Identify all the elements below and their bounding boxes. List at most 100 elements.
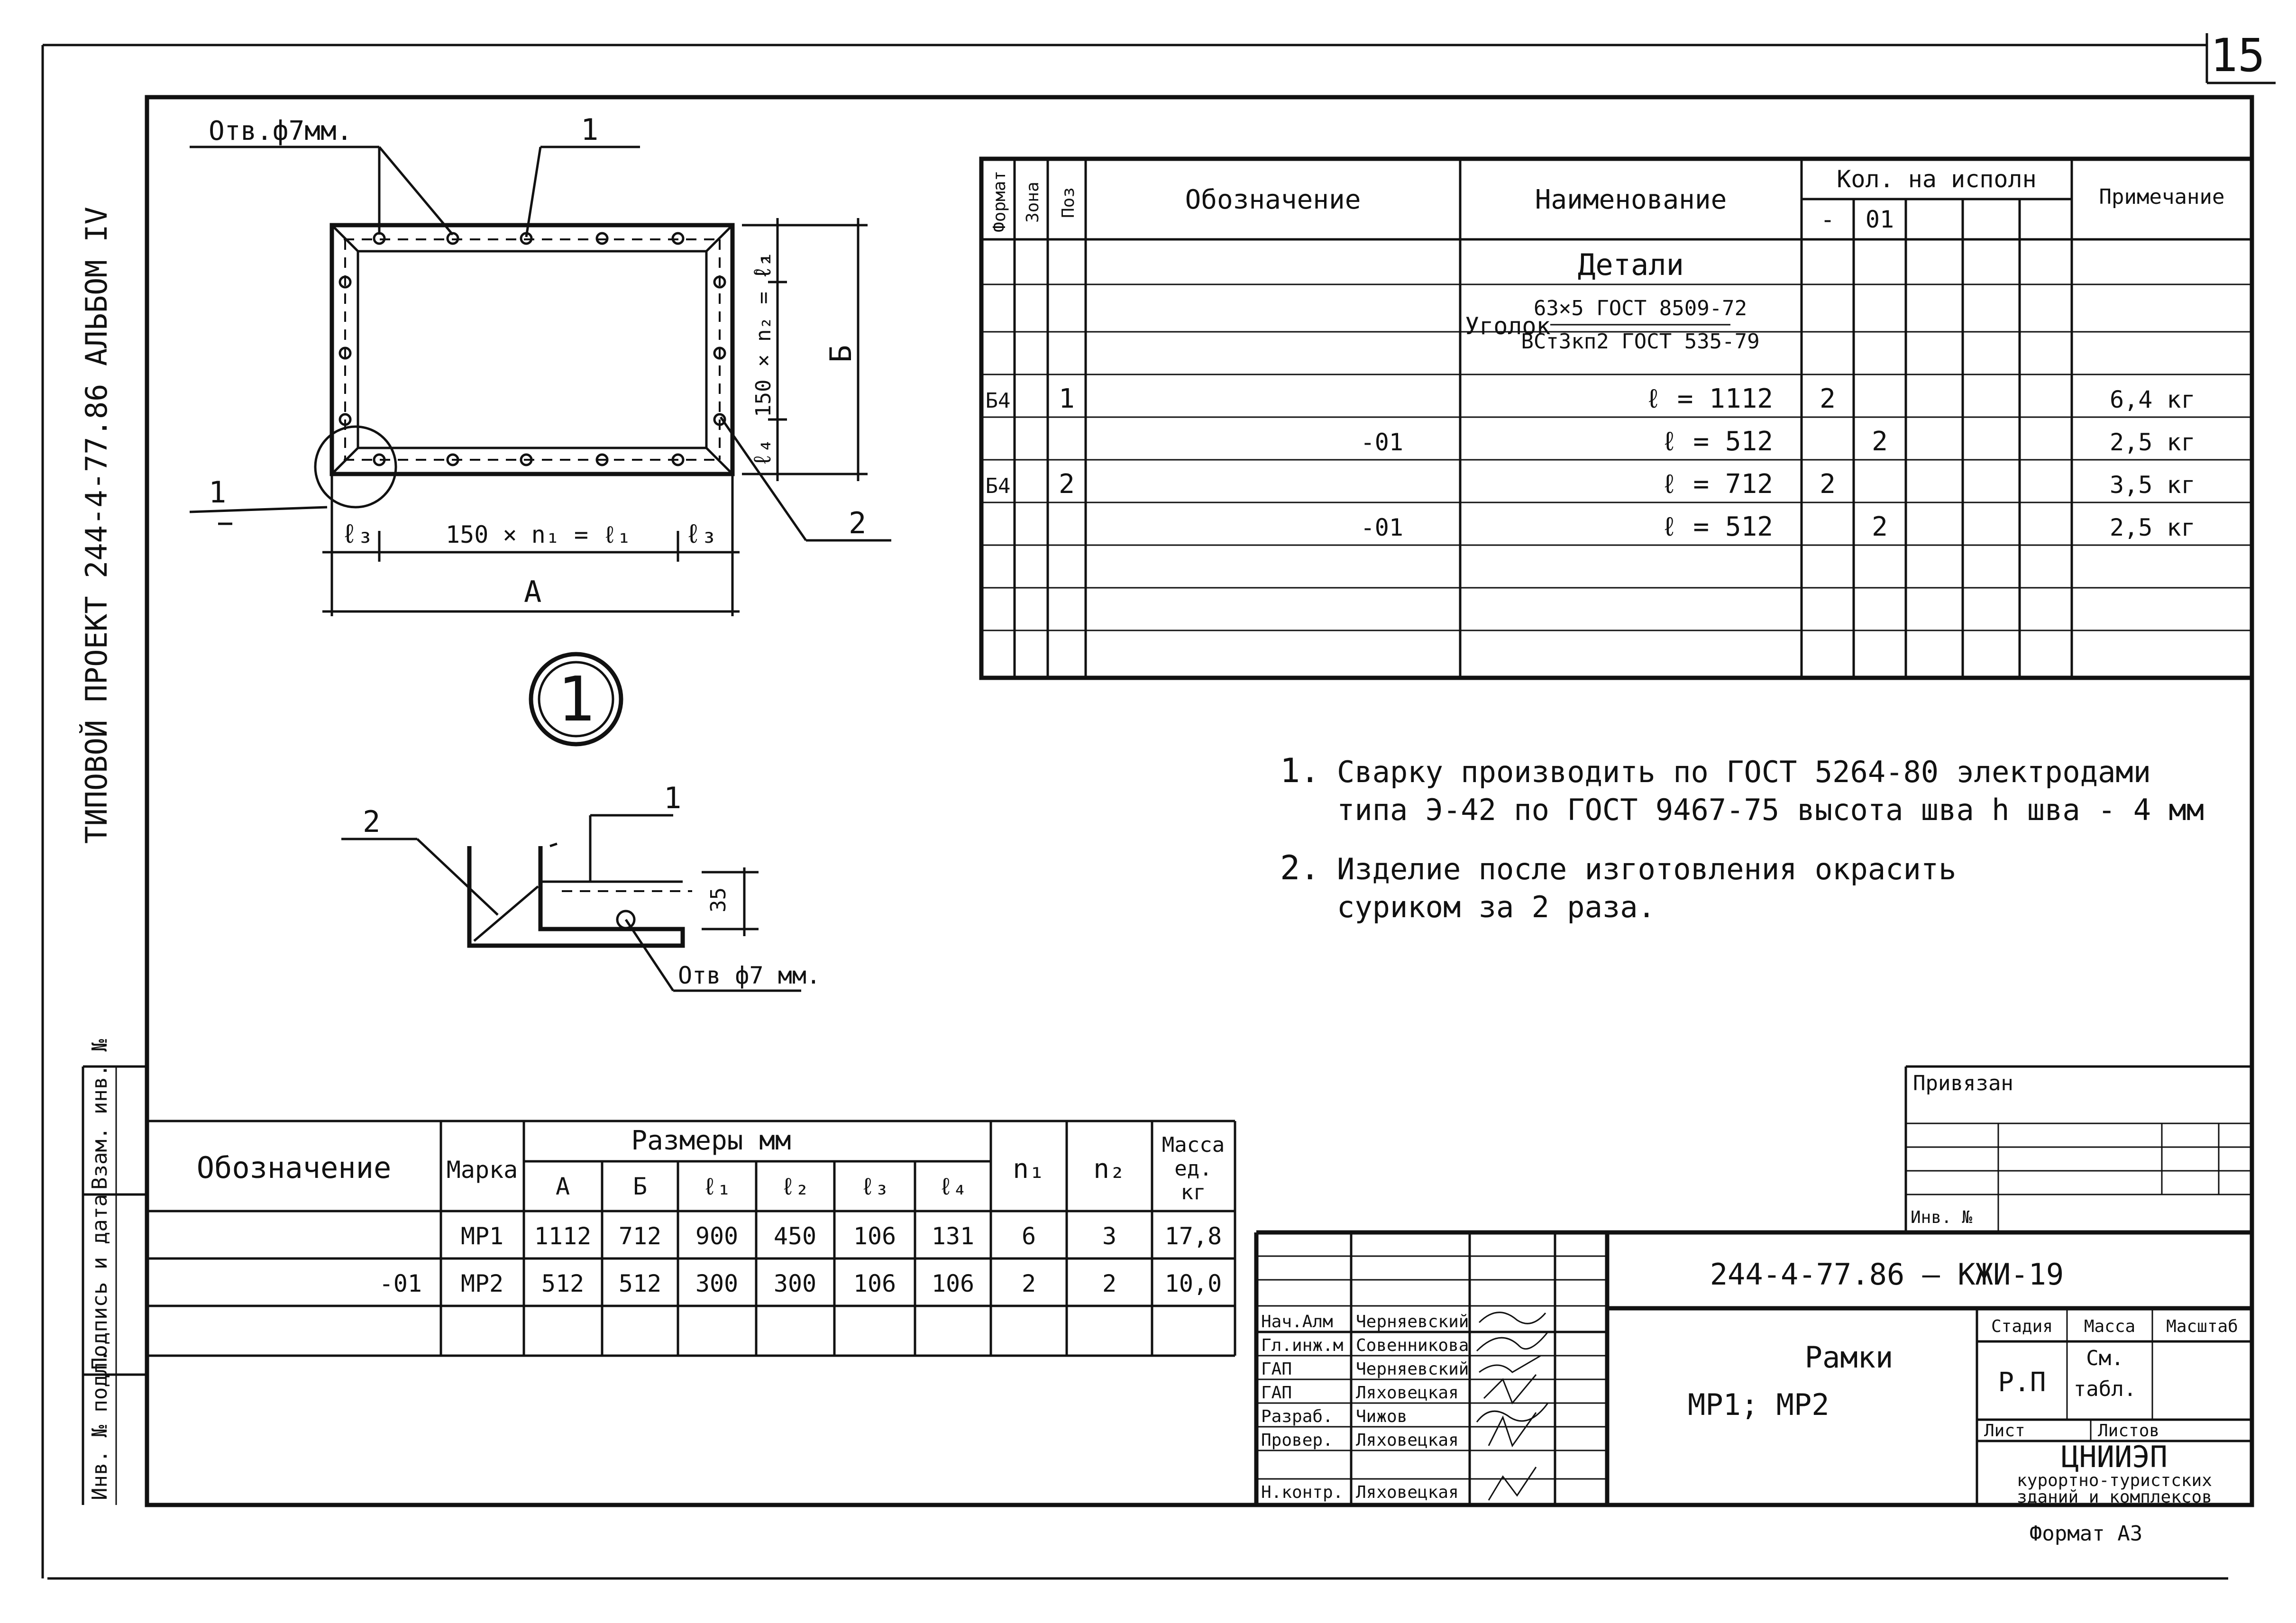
dim-header-n1: n₁: [1013, 1154, 1044, 1185]
main-frame: [145, 95, 2254, 1507]
dim-cell-n2: 2: [1102, 1270, 1116, 1297]
dim-cell-mark: МР1: [461, 1222, 503, 1250]
dim-l3-left: ℓ₃: [341, 519, 373, 549]
dim-header-B: Б: [633, 1173, 647, 1200]
note-2-line-1: Изделие после изготовления окрасить: [1337, 852, 1956, 886]
spec-row: Б4 1 ℓ = 1112 2 6,4 кг: [986, 383, 2195, 414]
drawing-code: 244-4-77.86 — КЖИ-19: [1710, 1257, 2064, 1292]
dim-l1-side: ℓ₁: [749, 251, 776, 280]
spec-header-pos: Поз: [1059, 187, 1078, 218]
spec-header-note: Примечание: [2099, 185, 2225, 209]
binding-box: Привязан Инв. №: [1904, 1065, 2252, 1234]
spec-header-qty: Кол. на исполн: [1837, 165, 2036, 193]
people-name: Совенникова: [1356, 1336, 1469, 1355]
dim-header-dims: Размеры мм: [631, 1125, 791, 1156]
dim-cell-designation: -01: [379, 1270, 422, 1297]
mass-value-2: табл.: [2074, 1377, 2136, 1401]
dim-cell-l4: 131: [932, 1222, 974, 1250]
people-row: Н.контр. Ляховецкая: [1261, 1483, 1459, 1502]
spec-cell-name: ℓ = 512: [1661, 426, 1773, 457]
dim-header-mass-unit1: ед.: [1174, 1157, 1212, 1181]
people-role: Н.контр.: [1261, 1483, 1343, 1502]
dim-header-l3: ℓ₃: [860, 1173, 889, 1200]
spec-cell-qty-a: 2: [1820, 383, 1836, 414]
dim-cell-mass: 10,0: [1165, 1270, 1222, 1297]
people-row: Разраб. Чижов: [1261, 1407, 1407, 1426]
binding-label: Привязан: [1913, 1071, 2013, 1095]
drawing-title-line-1: Рамки: [1805, 1340, 1894, 1375]
stage-value: Р.П: [1998, 1367, 2046, 1398]
mass-value-1: См.: [2086, 1346, 2123, 1370]
section-mark-number: 1: [558, 663, 595, 735]
dim-cell-l2: 300: [774, 1270, 816, 1297]
people-name: Черняевский: [1356, 1359, 1469, 1379]
spec-header-zone: Зона: [1023, 182, 1043, 223]
spec-row: -01 ℓ = 512 2 2,5 кг: [1361, 511, 2195, 542]
dim-cell-l4: 106: [932, 1270, 974, 1297]
spec-cell-name: ℓ = 1112: [1645, 383, 1773, 414]
dim-l2-side: 150 × n₂ = ℓ₂: [751, 254, 776, 417]
dim-table-row: -01 МР2 512 512 300 300 106 106 2 2 10,0: [379, 1270, 1222, 1297]
spec-cell-format: Б4: [986, 389, 1011, 413]
spec-table: Формат Зона Поз Обозначение Наименование…: [979, 156, 2254, 680]
people-row: ГАП Черняевский: [1261, 1359, 1469, 1379]
spec-cell-qty-a: 2: [1820, 469, 1836, 500]
dim-cell-n2: 3: [1102, 1222, 1116, 1250]
dim-cell-B: 712: [619, 1222, 661, 1250]
dim-l3-right: ℓ₃: [685, 519, 717, 549]
dim-cell-A: 1112: [534, 1222, 591, 1250]
frame-plan-drawing: Отв.ф7мм. 1 2 1 ℓ₃ 150 × n₁ = ℓ₁ ℓ₃ A ℓ₁…: [189, 112, 891, 616]
dim-cell-mark: МР2: [461, 1270, 503, 1297]
section-detail: Отв ф7 мм. 1 2 35: [341, 781, 821, 992]
org-name-1: ЦНИИЭП: [2061, 1440, 2168, 1474]
sheet-label: Лист: [1984, 1421, 2025, 1441]
people-name: Ляховецкая: [1356, 1431, 1459, 1450]
people-role: ГАП: [1261, 1383, 1292, 1403]
dim-cell-B: 512: [619, 1270, 661, 1297]
strip-label-signature: Подпись и дата: [88, 1194, 112, 1370]
dim-cell-l3: 106: [853, 1222, 896, 1250]
hole-label-bottom: Отв ф7 мм.: [678, 962, 821, 989]
section-mark: 1: [529, 652, 623, 747]
spec-cell-note: 3,5 кг: [2110, 471, 2195, 499]
people-row: Нач.Алм Черняевский: [1261, 1312, 1469, 1331]
dim-header-l2: ℓ₂: [781, 1173, 809, 1200]
people-row: Гл.инж.м Совенникова: [1261, 1336, 1469, 1355]
people-role: Гл.инж.м: [1261, 1336, 1343, 1355]
spec-cell-name: ℓ = 712: [1661, 469, 1773, 500]
spec-profile-label: Уголок: [1465, 312, 1551, 340]
binding-inv-label: Инв. №: [1911, 1208, 1972, 1227]
spec-row: -01 ℓ = 512 2 2,5 кг: [1361, 426, 2195, 457]
note-1-number: 1.: [1280, 751, 1320, 790]
section-label-1: 1: [664, 781, 681, 815]
spec-header-qty-a: -: [1820, 206, 1835, 233]
dim-cell-l1: 300: [695, 1270, 738, 1297]
dim-cell-n1: 6: [1022, 1222, 1036, 1250]
spec-cell-designation: -01: [1361, 514, 1403, 541]
sheet-number: 15: [2210, 29, 2265, 82]
dim-header-designation: Обозначение: [197, 1150, 392, 1185]
dim-header-A: А: [556, 1173, 570, 1200]
dim-A: A: [524, 574, 541, 609]
people-role: ГАП: [1261, 1359, 1292, 1379]
dim-header-mark: Марка: [447, 1156, 518, 1184]
sheets-label: Листов: [2098, 1421, 2159, 1441]
spec-cell-designation: -01: [1361, 429, 1403, 456]
signatures: [1476, 1312, 1549, 1501]
dim-cell-l3: 106: [853, 1270, 896, 1297]
dimensions-table: Обозначение Марка Размеры мм А Б ℓ₁ ℓ₂ ℓ…: [147, 1120, 1236, 1357]
section-label-2: 2: [363, 804, 380, 839]
spec-profile-numerator: 63×5 ГОСТ 8509-72: [1534, 296, 1747, 320]
spec-profile-denominator: ВСт3кп2 ГОСТ 535-79: [1521, 329, 1759, 354]
people-role: Нач.Алм: [1261, 1312, 1333, 1331]
dim-header-l4: ℓ₄: [939, 1173, 967, 1200]
mass-label: Масса: [2084, 1317, 2135, 1336]
paper-format: Формат А3: [2030, 1522, 2142, 1546]
note-2-number: 2.: [1280, 848, 1320, 887]
title-block: 244-4-77.86 — КЖИ-19 Рамки МР1; МР2 Стад…: [1254, 1230, 2252, 1507]
detail-mark: 1: [209, 475, 226, 510]
spec-cell-pos: 1: [1059, 383, 1075, 414]
spec-cell-format: Б4: [986, 474, 1011, 498]
people-name: Ляховецкая: [1356, 1483, 1459, 1502]
